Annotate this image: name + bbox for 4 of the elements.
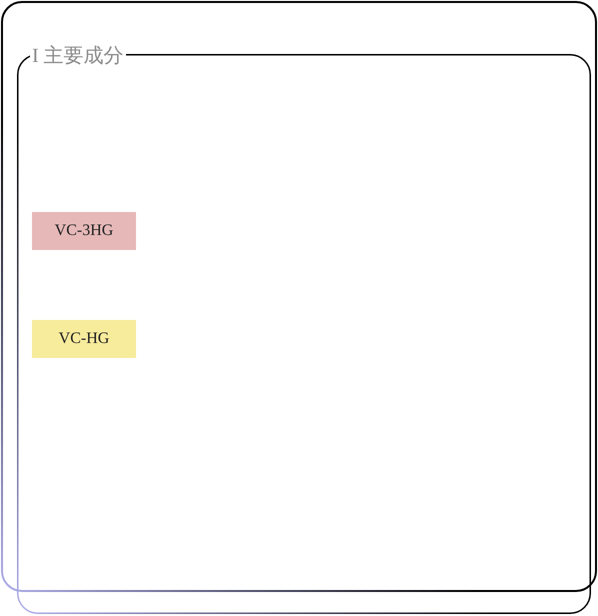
rounded-panel (1, 1, 597, 592)
section-heading: I 主要成分 (30, 45, 126, 67)
component-tag: VC-HG (32, 320, 136, 358)
component-tag: VC-3HG (32, 212, 136, 250)
